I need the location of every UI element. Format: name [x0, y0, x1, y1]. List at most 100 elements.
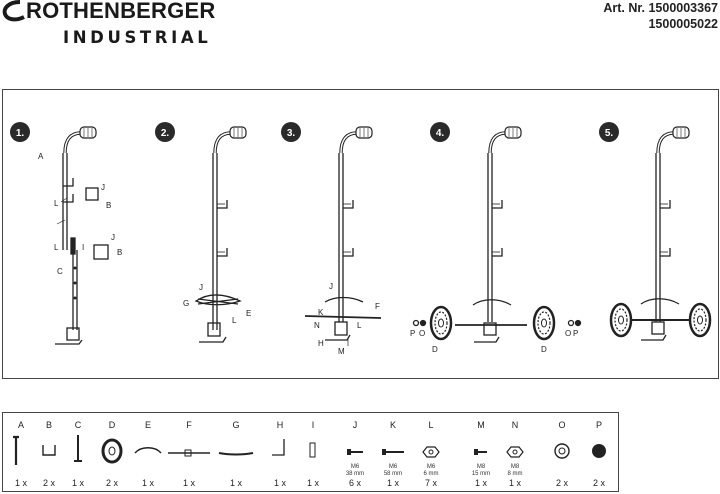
part-g: G 1 x	[215, 413, 257, 491]
division-name: INDUSTRIAL	[63, 28, 212, 47]
part-h: H 1 x	[265, 413, 295, 491]
parts-list: A 1 x B 2 x C 1 x D 2 x E 1 x F 1 x G 1 …	[2, 412, 619, 492]
part-letter: E	[144, 420, 151, 430]
part-o: O 2 x	[547, 413, 577, 491]
article-number-2: 1500005022	[648, 17, 718, 31]
step-1-callout-b2: B	[117, 248, 122, 257]
part-letter: F	[186, 420, 192, 430]
step-1-callout-l2: L	[54, 243, 59, 252]
arc-strap-icon	[134, 447, 162, 454]
step-1-callout-i: I	[82, 243, 84, 252]
part-letter: H	[276, 420, 284, 430]
step-2-marker: 2.	[155, 122, 175, 142]
step-4-callout-d: D	[432, 345, 438, 354]
assembly-steps-panel: 1. 2. 3. 4. 5. A J L B L I J B C	[2, 89, 719, 379]
step-5-number: 5.	[605, 128, 614, 139]
part-qty: 6 x	[348, 478, 361, 488]
step-3-drawing	[304, 125, 382, 346]
part-c: C 1 x	[63, 413, 93, 491]
part-qty: 2 x	[42, 478, 55, 488]
step-2-callout-e: E	[246, 309, 251, 318]
step-1-number: 1.	[16, 128, 25, 139]
strap-icon	[218, 452, 254, 456]
step-2-number: 2.	[161, 128, 170, 139]
part-qty: 1 x	[229, 478, 242, 488]
step-1-callout-b: B	[106, 201, 111, 210]
part-letter: I	[311, 420, 315, 430]
frame-icon	[13, 435, 19, 465]
part-f: F 1 x	[165, 413, 213, 491]
clip-icon	[309, 442, 316, 458]
article-number-1: Art. Nr. 1500003367	[603, 1, 718, 15]
part-qty: 1 x	[71, 478, 84, 488]
nut-icon	[422, 446, 440, 458]
part-letter: M	[477, 420, 485, 430]
step-1-callout-l: L	[54, 199, 59, 208]
part-letter: N	[511, 420, 519, 430]
part-b: B 2 x	[34, 413, 64, 491]
step-3-number: 3.	[287, 128, 296, 139]
part-letter: D	[108, 420, 116, 430]
step-1-drawing	[55, 125, 109, 345]
step-3-marker: 3.	[281, 122, 301, 142]
step-5-marker: 5.	[599, 122, 619, 142]
step-2-callout-g: G	[183, 299, 189, 308]
step-1-marker: 1.	[10, 122, 30, 142]
m8-nut-icon	[506, 446, 524, 458]
part-qty: 1 x	[386, 478, 399, 488]
step-4-callout-d2: D	[541, 345, 547, 354]
step-3-callout-n: N	[314, 321, 320, 330]
step-5-drawing	[609, 125, 712, 341]
part-qty: 1 x	[182, 478, 195, 488]
step-4-callout-o: O	[419, 329, 425, 338]
assembly-illustration: 1. 2. 3. 4. 5. A J L B L I J B C	[10, 122, 712, 356]
long-bolt-icon	[382, 449, 404, 455]
part-letter: C	[74, 420, 82, 430]
part-qty: 1 x	[474, 478, 487, 488]
step-3-callout-k: K	[318, 308, 324, 317]
part-p: P 2 x	[584, 413, 614, 491]
foot-plate-icon	[272, 439, 285, 456]
step-3-callout-h: H	[318, 339, 324, 348]
part-letter: A	[17, 420, 24, 430]
part-qty: 1 x	[141, 478, 154, 488]
part-letter: K	[389, 420, 396, 430]
wheel-icon	[101, 438, 123, 464]
part-e: E 1 x	[131, 413, 165, 491]
step-2-callout-j: J	[199, 283, 203, 292]
lower-tube-icon	[74, 435, 82, 462]
step-4-marker: 4.	[430, 122, 450, 142]
part-letter: B	[45, 420, 52, 430]
part-qty: 1 x	[306, 478, 319, 488]
washer-icon	[554, 443, 570, 459]
part-qty: 1 x	[273, 478, 286, 488]
part-letter: O	[558, 420, 566, 430]
brand-name: ROTHENBERGER	[26, 0, 216, 23]
part-a: A 1 x	[6, 413, 36, 491]
part-i: I 1 x	[298, 413, 328, 491]
step-3-callout-f: F	[375, 302, 380, 311]
cap-icon	[592, 444, 606, 458]
step-1-callout-j: J	[101, 183, 105, 192]
step-4-callout-o2: O	[565, 329, 571, 338]
part-qty: 7 x	[424, 478, 437, 488]
part-qty: 1 x	[14, 478, 27, 488]
part-letter: G	[232, 420, 240, 430]
step-4-callout-p2: P	[573, 329, 578, 338]
step-1-callout-j2: J	[111, 233, 115, 242]
part-qty: 2 x	[592, 478, 605, 488]
short-bolt-icon	[347, 449, 363, 455]
part-qty: 2 x	[555, 478, 568, 488]
part-qty: 1 x	[508, 478, 521, 488]
article-numbers: Art. Nr. 1500003367 1500005022	[603, 0, 718, 32]
